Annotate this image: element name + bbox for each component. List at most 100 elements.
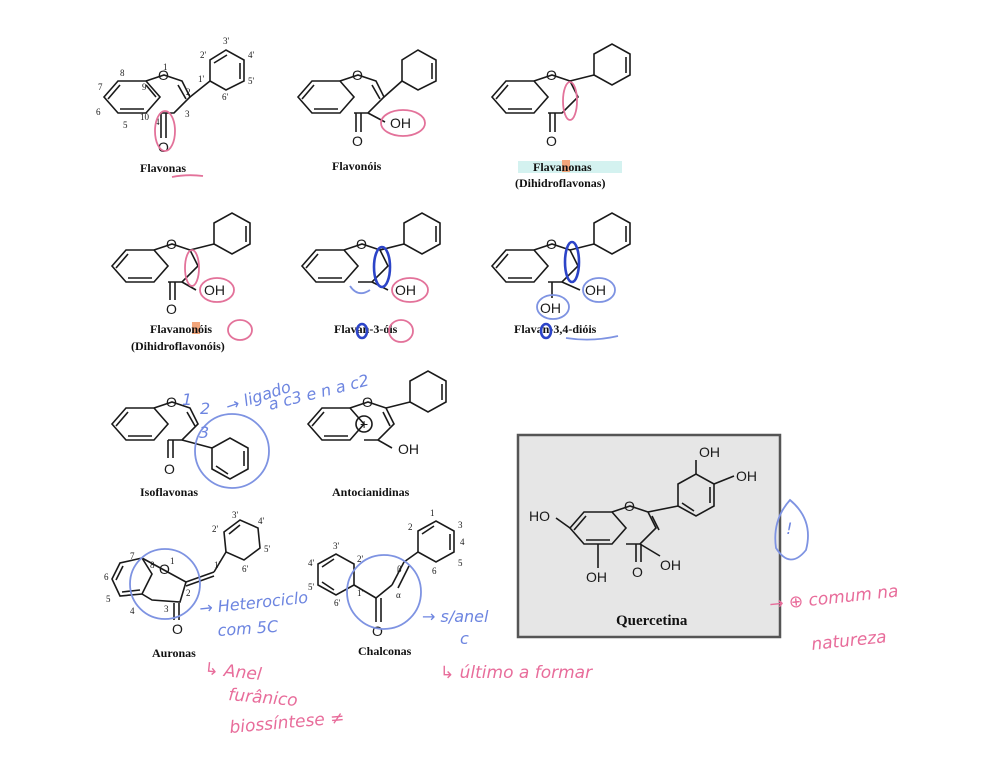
svg-text:OH: OH <box>395 282 416 298</box>
svg-text:OH: OH <box>660 557 681 573</box>
aurona-heterocycle-highlight <box>129 548 201 620</box>
svg-text:OH: OH <box>585 282 606 298</box>
flavona-carbonyl-highlight <box>154 110 176 152</box>
chalcona-note-3: ↳ último a formar <box>440 663 593 683</box>
flavanonol-c2c3-highlight <box>184 249 200 287</box>
svg-text:8: 8 <box>150 560 155 570</box>
svg-text:1': 1' <box>357 588 364 598</box>
svg-text:5: 5 <box>458 558 463 568</box>
svg-text:2: 2 <box>186 588 191 598</box>
svg-text:6': 6' <box>334 598 341 608</box>
svg-text:10: 10 <box>140 112 150 122</box>
svg-text:OH: OH <box>699 444 720 460</box>
svg-text:O: O <box>624 498 635 514</box>
quercetina-box <box>516 433 782 639</box>
svg-text:6: 6 <box>96 107 101 117</box>
svg-text:O: O <box>546 67 557 83</box>
svg-text:2: 2 <box>200 399 210 418</box>
svg-text:3': 3' <box>232 510 239 520</box>
svg-text:3: 3 <box>458 520 463 530</box>
quercetina-label: Quercetina <box>616 613 688 629</box>
chalcona-note-1: → s/anel <box>422 607 489 626</box>
flavonas-label: Flavonas <box>140 161 186 175</box>
svg-text:2': 2' <box>200 50 207 60</box>
antocianidina-structure: O + OH <box>306 370 447 457</box>
svg-text:3: 3 <box>185 109 190 119</box>
svg-text:α: α <box>396 590 401 600</box>
svg-text:4': 4' <box>258 516 265 526</box>
quercetina-note-1: → ⊕ comum na <box>768 582 899 615</box>
svg-text:1: 1 <box>182 390 192 409</box>
svg-text:7: 7 <box>98 82 103 92</box>
svg-text:OH: OH <box>540 300 561 316</box>
svg-text:O: O <box>172 621 183 637</box>
svg-text:OH: OH <box>736 468 757 484</box>
isoflavona-structure: O O <box>110 394 249 480</box>
svg-text:6: 6 <box>432 566 437 576</box>
flavan34diol-structure: O OH OH <box>490 212 631 316</box>
flavonol-oh-highlight <box>380 109 426 137</box>
svg-text:OH: OH <box>586 569 607 585</box>
flavanonois-sub: (Dihidroflavonóis) <box>131 339 225 353</box>
flavanonois-marker <box>192 322 200 334</box>
svg-text:+: + <box>360 416 368 432</box>
svg-text:1: 1 <box>170 556 175 566</box>
svg-text:6': 6' <box>222 92 229 102</box>
auronas-label: Auronas <box>152 646 196 660</box>
svg-text:O: O <box>164 461 175 477</box>
svg-text:4: 4 <box>130 606 135 616</box>
flavonol-structure: O O OH <box>296 49 437 149</box>
flavanonas-label: Flavanonas <box>533 160 592 174</box>
svg-text:3': 3' <box>333 541 340 551</box>
flavonas-underline <box>171 174 204 178</box>
flavan3ol-oh-highlight <box>391 277 429 303</box>
svg-text:3': 3' <box>223 36 230 46</box>
svg-text:1': 1' <box>214 560 221 570</box>
exclaim-drop <box>774 498 809 561</box>
svg-text:2': 2' <box>357 554 364 564</box>
flavanona-structure: O O <box>490 43 631 149</box>
flavan3ol-structure: O OH <box>300 212 441 298</box>
antocianidinas-label: Antocianidinas <box>332 485 410 499</box>
svg-text:2: 2 <box>408 522 413 532</box>
svg-text:O: O <box>166 394 177 410</box>
svg-text:β: β <box>397 564 402 574</box>
svg-text:4: 4 <box>460 537 465 547</box>
flavanonois-label: Flavanonóis <box>150 322 212 336</box>
flavanonol-oh-highlight <box>199 277 235 303</box>
aurona-structure: O O 1 2 3 7 6 5 4 8 1' 2' 3' 4' 5' 6' <box>104 510 271 637</box>
aurona-note-1: → Heterociclo <box>198 588 309 618</box>
isoflavona-b-ring-highlight <box>194 413 270 489</box>
svg-text:OH: OH <box>398 441 419 457</box>
aurona-note-4: furânico <box>228 685 299 711</box>
svg-text:5: 5 <box>106 594 111 604</box>
svg-text:5': 5' <box>264 544 271 554</box>
svg-text:1: 1 <box>163 62 168 72</box>
svg-text:OH: OH <box>204 282 225 298</box>
svg-text:7: 7 <box>130 551 135 561</box>
chalconas-label: Chalconas <box>358 644 412 658</box>
svg-text:HO: HO <box>529 508 550 524</box>
flavonol-oh: OH <box>390 115 411 131</box>
aurona-note-2: com 5C <box>217 617 280 640</box>
flavona-o: O <box>158 67 169 83</box>
svg-text:1: 1 <box>430 508 435 518</box>
aurona-note-3: ↳ Anel <box>203 659 262 685</box>
svg-text:O: O <box>159 561 170 577</box>
svg-text:O: O <box>166 301 177 317</box>
svg-text:6: 6 <box>104 572 109 582</box>
svg-text:O: O <box>546 236 557 252</box>
svg-text:4': 4' <box>308 558 315 568</box>
svg-text:O: O <box>362 394 373 410</box>
svg-text:5': 5' <box>308 582 315 592</box>
flavan34diol-c2c3-highlight <box>563 240 581 284</box>
flavona-structure: O O 1 2 3 4 5 6 7 8 9 10 1' 2' 3' 4' 5' … <box>96 36 255 155</box>
flavanonol-structure: O O OH <box>110 212 251 317</box>
flavanonas-sub: (Dihidroflavonas) <box>515 176 605 190</box>
chalcona-open-chain-highlight <box>346 554 422 630</box>
isoflavonas-label: Isoflavonas <box>140 485 198 499</box>
flavan3ol-c2c3-highlight <box>372 245 392 289</box>
svg-text:2': 2' <box>212 524 219 534</box>
flavonois-label: Flavonóis <box>332 159 382 173</box>
